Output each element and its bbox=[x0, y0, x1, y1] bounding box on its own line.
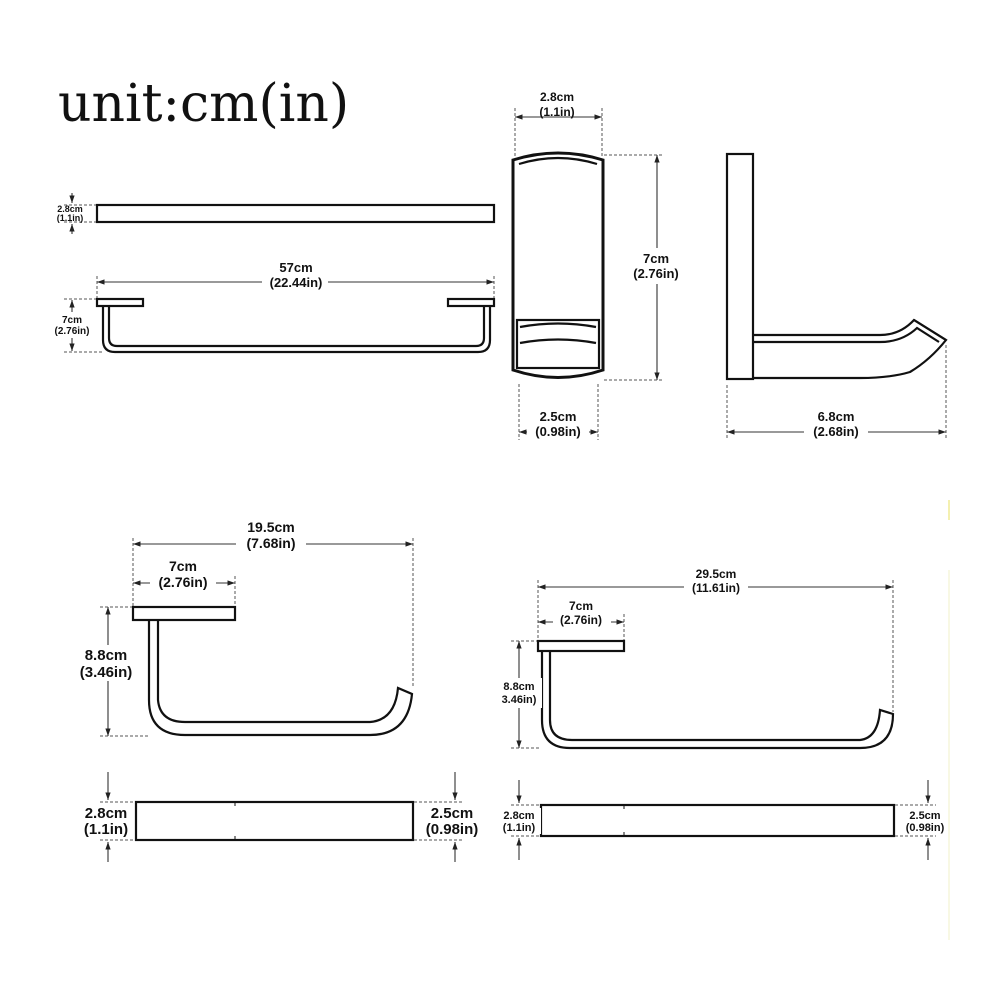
dim-label: 7cm bbox=[569, 599, 593, 613]
dim-label: 8.8cm bbox=[503, 681, 534, 693]
dim-label: 2.8cm bbox=[503, 810, 534, 822]
paper-holder-front-view: 29.5cm (11.61in) 7cm (2.76in) 8.8cm 3.46… bbox=[496, 566, 895, 750]
dim-label: (2.76in) bbox=[560, 613, 602, 627]
dim-label: (2.76in) bbox=[54, 326, 89, 337]
dim-label: (7.68in) bbox=[246, 535, 295, 551]
dim-label: (1.1in) bbox=[539, 105, 574, 119]
robe-hook-side-view: 6.8cm (2.68in) bbox=[725, 152, 948, 440]
dim-label: (0.98in) bbox=[426, 821, 479, 838]
label-bg bbox=[424, 805, 482, 837]
label-bg bbox=[150, 556, 216, 590]
dim-label: 2.5cm bbox=[909, 810, 940, 822]
dim-label: 19.5cm bbox=[247, 519, 294, 535]
dim-label: 6.8cm bbox=[818, 409, 855, 424]
ring-mount-plate bbox=[131, 605, 237, 622]
dim-label: 3.46in) bbox=[502, 694, 537, 706]
dim-label: 7cm bbox=[169, 558, 197, 574]
paper-mount-plate bbox=[536, 639, 626, 653]
label-bg bbox=[52, 312, 92, 338]
towel-bar-inner bbox=[107, 306, 486, 348]
towel-bar-front-view: 57cm (22.44in) 7cm (2.76in) bbox=[52, 258, 496, 354]
dim-label: 7cm bbox=[643, 251, 669, 266]
towel-bar-top-outline bbox=[95, 203, 496, 224]
hook-arm-mid-curve bbox=[519, 338, 597, 345]
paper-holder-arm bbox=[540, 651, 895, 750]
dim-label: 2.8cm bbox=[540, 90, 574, 104]
dim-label: 29.5cm bbox=[696, 567, 737, 581]
label-bg bbox=[527, 408, 589, 440]
label-bg bbox=[72, 645, 138, 681]
dim-label: (2.68in) bbox=[813, 424, 859, 439]
paper-holder-bottom-view: 2.8cm (1.1in) 2.5cm (0.98in) bbox=[497, 780, 950, 860]
label-bg bbox=[80, 805, 132, 837]
hook-side-plate bbox=[725, 152, 755, 381]
dim-label: 2.8cm bbox=[85, 805, 128, 822]
dim-label: 57cm bbox=[279, 260, 312, 275]
dim-label: 2.5cm bbox=[431, 805, 474, 822]
hook-plate-edge bbox=[518, 156, 598, 166]
dim-label: 2.5cm bbox=[540, 409, 577, 424]
label-bg bbox=[553, 598, 611, 628]
dim-label: (1.1in) bbox=[84, 821, 128, 838]
label-bg bbox=[804, 408, 868, 440]
label-bg bbox=[496, 678, 542, 708]
towel-ring-bottom-outline bbox=[134, 800, 415, 842]
hook-side-arm-edge bbox=[753, 326, 940, 344]
hook-arm-front bbox=[515, 318, 601, 370]
dim-label: (2.76in) bbox=[158, 574, 207, 590]
dim-label: 7cm bbox=[62, 315, 82, 326]
hook-arm-top-curve bbox=[519, 322, 597, 329]
dim-label: 8.8cm bbox=[85, 647, 128, 664]
label-bg bbox=[900, 808, 950, 834]
hook-side-arm bbox=[753, 318, 948, 380]
towel-ring-front-view: 19.5cm (7.68in) 7cm (2.76in) 8.8cm (3.46… bbox=[72, 517, 414, 737]
dim-label: (22.44in) bbox=[270, 275, 323, 290]
hook-tip-line bbox=[913, 319, 947, 341]
right-mount-plate bbox=[446, 297, 496, 308]
dim-label: (11.61in) bbox=[692, 581, 740, 595]
dim-label: (0.98in) bbox=[906, 822, 945, 834]
towel-bar-body bbox=[101, 306, 492, 354]
dim-label: 2.8cm bbox=[57, 204, 83, 214]
towel-ring-arm bbox=[147, 620, 414, 737]
dim-label: (1.1in) bbox=[503, 822, 536, 834]
hook-back-plate bbox=[511, 151, 605, 379]
label-bg bbox=[262, 258, 328, 292]
dim-label: (2.76in) bbox=[633, 266, 679, 281]
paper-holder-bottom-outline bbox=[539, 803, 896, 838]
dim-label: (1.1in) bbox=[57, 213, 84, 223]
label-bg bbox=[236, 517, 306, 551]
dim-label: (0.98in) bbox=[535, 424, 581, 439]
unit-title: unit:cm(in) bbox=[58, 74, 350, 134]
label-bg bbox=[684, 566, 748, 596]
label-bg bbox=[497, 808, 541, 834]
dim-label: (3.46in) bbox=[80, 664, 133, 681]
towel-ring-bottom-view: 2.8cm (1.1in) 2.5cm (0.98in) bbox=[80, 772, 482, 862]
label-bg bbox=[626, 248, 686, 284]
robe-hook-front-view: 2.8cm (1.1in) 7cm (2.76in) 2.5cm (0.98in… bbox=[511, 90, 686, 440]
towel-bar-top-view: 2.8cm (1.1in) bbox=[57, 193, 496, 234]
left-mount-plate bbox=[95, 297, 145, 308]
